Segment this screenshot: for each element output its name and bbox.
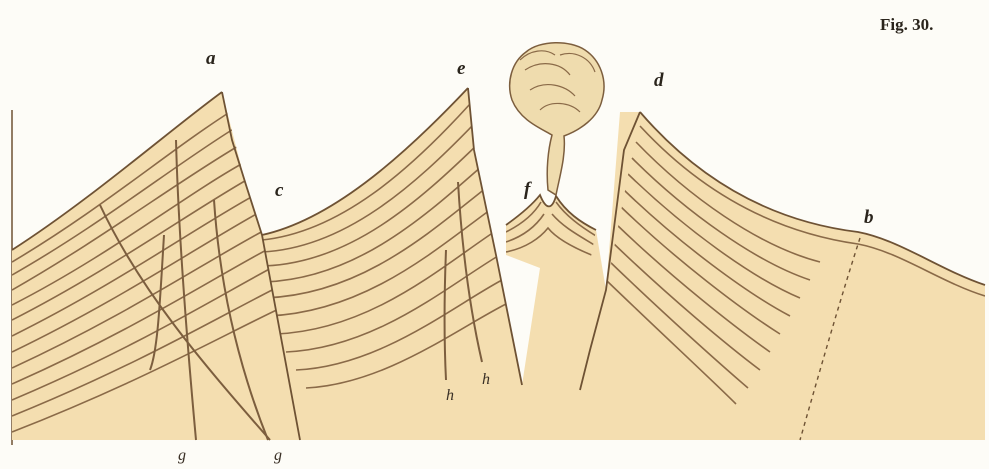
label-g-2: g — [274, 447, 282, 464]
eruption-cloud — [510, 43, 604, 195]
label-h-2: h — [482, 371, 490, 388]
label-h-1: h — [446, 387, 454, 404]
label-a: a — [206, 48, 216, 69]
figure-title: Fig. 30. — [880, 15, 933, 34]
label-g-1: g — [178, 447, 186, 464]
label-d: d — [654, 70, 664, 91]
label-b: b — [864, 207, 874, 228]
label-c: c — [275, 180, 284, 201]
label-f: f — [524, 179, 532, 200]
label-e: e — [457, 58, 466, 79]
